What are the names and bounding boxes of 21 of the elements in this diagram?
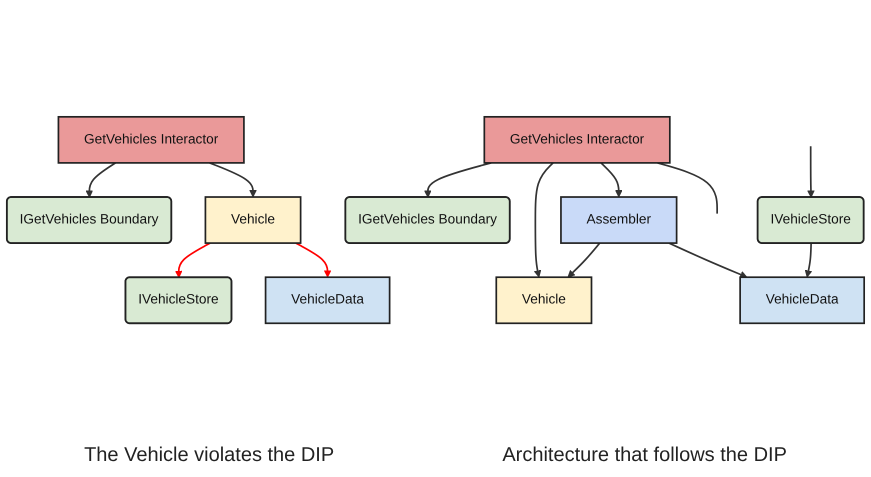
node-box: GetVehicles Interactor — [58, 116, 245, 164]
caption: Architecture that follows the DIP — [502, 444, 787, 467]
arrow — [424, 162, 492, 198]
arrow — [86, 162, 116, 198]
node-box: VehicleData — [264, 276, 390, 324]
node-box: Vehicle — [495, 276, 592, 324]
arrow — [600, 162, 623, 198]
arrow — [804, 243, 812, 278]
node-box: VehicleData — [739, 276, 866, 324]
caption: The Vehicle violates the DIP — [84, 444, 334, 467]
arrow — [534, 162, 554, 278]
arrow — [174, 242, 211, 278]
arrow — [807, 146, 815, 198]
node-box: GetVehicles Interactor — [483, 116, 671, 164]
node-box: Vehicle — [204, 196, 302, 244]
arrow — [568, 242, 600, 278]
arrow — [668, 242, 748, 278]
connector — [657, 162, 718, 214]
arrow — [295, 242, 332, 278]
arrow — [209, 162, 257, 198]
node-box: Assembler — [560, 196, 678, 244]
